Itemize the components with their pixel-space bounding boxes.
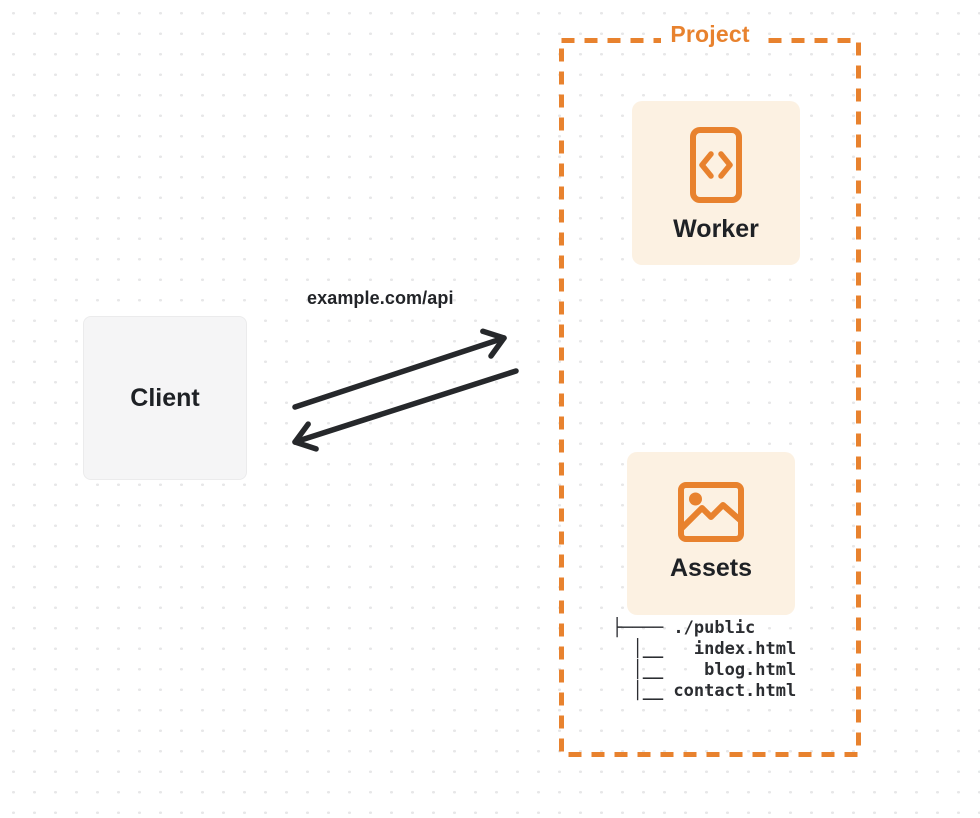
- client-label: Client: [130, 383, 200, 412]
- worker-node: Worker: [632, 101, 800, 265]
- response-arrow: [292, 368, 519, 452]
- request-url-label: example.com/api: [307, 288, 454, 308]
- client-node: Client: [83, 316, 247, 480]
- project-title: Project: [661, 19, 759, 49]
- project-title-wrap: Project: [560, 19, 860, 49]
- file-tree: ├──── ./public │__ index.html │__ blog.h…: [612, 618, 797, 701]
- request-arrow: [292, 328, 507, 410]
- image-icon: [678, 482, 744, 542]
- code-file-icon: [690, 127, 742, 203]
- assets-label: Assets: [670, 554, 752, 582]
- assets-node: Assets: [627, 452, 795, 615]
- worker-label: Worker: [673, 215, 759, 243]
